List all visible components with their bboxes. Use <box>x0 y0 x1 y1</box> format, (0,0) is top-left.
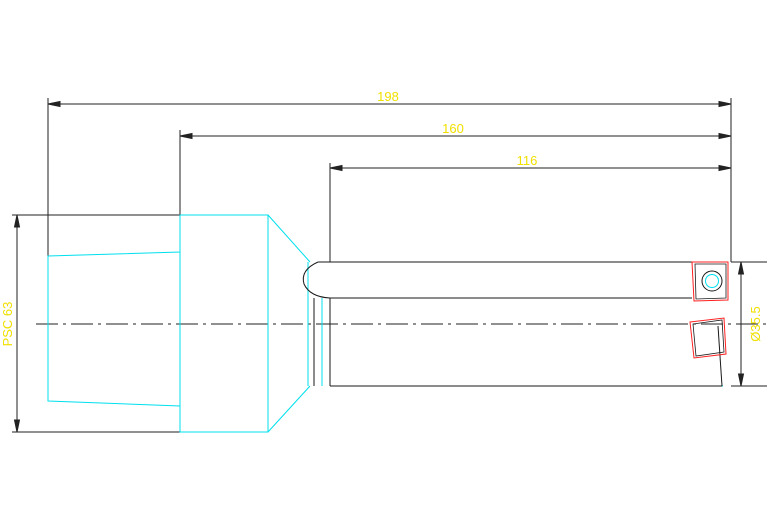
insert-bottom-edge <box>692 319 725 357</box>
arrow-160-right <box>718 132 732 140</box>
bar-end-radius <box>302 261 331 299</box>
extension-lines <box>12 98 767 433</box>
dimension-text-116: 116 <box>517 153 538 168</box>
arrow-160-left <box>179 132 193 140</box>
dimension-text-160: 160 <box>442 121 464 136</box>
arrow-bore-bottom <box>737 373 745 387</box>
arrow-116-left <box>329 164 343 172</box>
bar-nose-line <box>717 325 723 387</box>
arrow-116-right <box>718 164 732 172</box>
arrow-shank-top <box>13 214 21 228</box>
coolant-hole-inner <box>705 274 719 288</box>
insert-top <box>691 261 729 302</box>
dimension-text-shank: PSC 63 <box>0 302 15 347</box>
cone-taper <box>267 214 311 433</box>
dimension-lines <box>13 100 745 433</box>
boring-bar <box>302 261 723 387</box>
arrow-198-right <box>718 100 732 108</box>
coolant-hole-outer <box>701 270 723 292</box>
insert-top-edge <box>694 263 727 300</box>
arrow-shank-bottom <box>13 419 21 433</box>
insert-bottom <box>689 317 727 359</box>
insert-outlines <box>692 263 727 357</box>
inserts <box>689 261 729 359</box>
dimension-text-198: 198 <box>377 89 399 104</box>
dimension-text-bore: Ø35.5 <box>748 306 763 341</box>
arrow-bore-top <box>737 261 745 275</box>
arrow-198-left <box>47 100 61 108</box>
